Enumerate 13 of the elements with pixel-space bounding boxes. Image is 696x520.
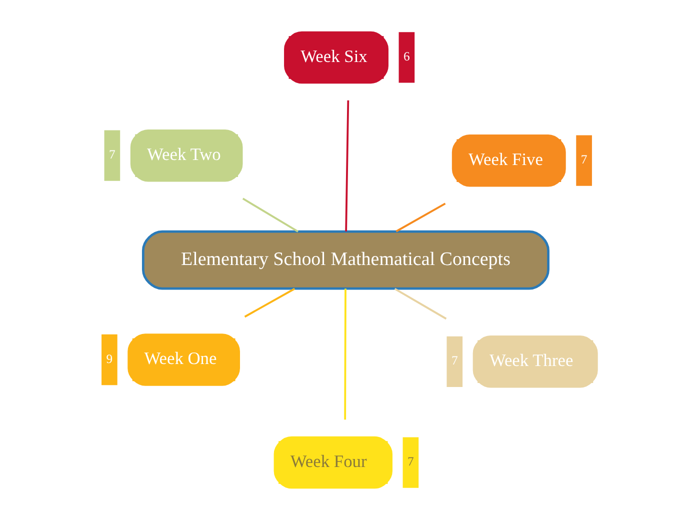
connector [244,288,295,318]
connector [394,288,446,320]
node-label: 6 [403,49,410,64]
node-label: 9 [106,352,112,366]
connector [395,202,446,232]
node-label: 7 [450,354,458,368]
node-label: 7 [407,454,414,469]
node-box: Elementary School Mathematical Concepts [141,230,549,290]
node-label: 7 [108,148,115,162]
connector [344,100,349,232]
node-label: 7 [580,152,587,167]
connector [242,198,298,232]
connector [343,288,346,420]
